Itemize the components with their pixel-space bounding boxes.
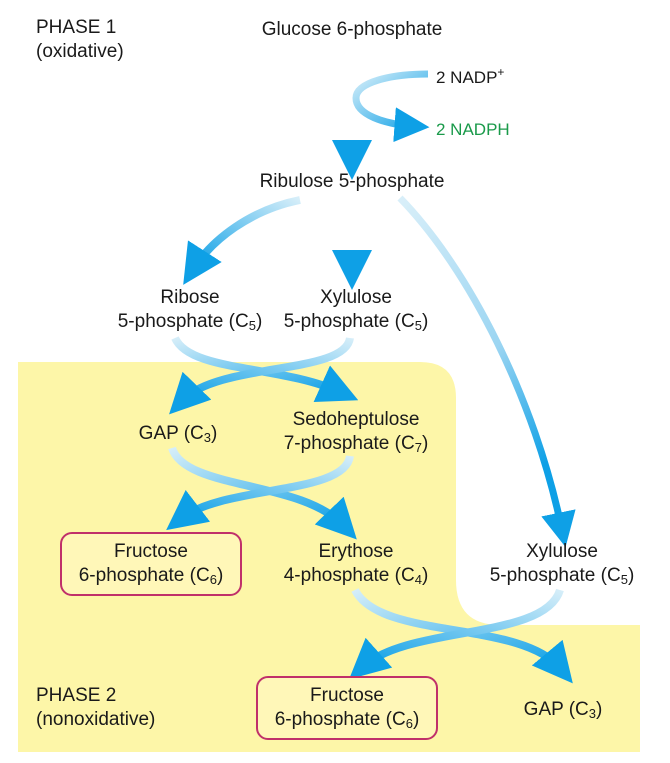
node-ribulose-5-phosphate: Ribulose 5-phosphate [259, 171, 445, 192]
node-gap: GAP (C3) [138, 423, 218, 445]
phase1-title: PHASE 1 [36, 17, 117, 38]
cofactor-nadph: 2 NADPH [436, 120, 510, 139]
node-xylulose-5-phosphate: Xylulose 5-phosphate (C5) [283, 287, 429, 333]
arrow-erythose-to-gap [351, 587, 573, 684]
node-fructose-6-phosphate-b: Fructose 6-phosphate (C6) [274, 685, 420, 731]
node-sedoheptulose-7-phosphate: Sedoheptulose 7-phosphate (C7) [283, 409, 429, 455]
arrow-ribulose-to-xylulose-b [397, 195, 576, 548]
node-fructose-6-phosphate-box [60, 532, 242, 596]
phase2-subtitle: (nonoxidative) [36, 709, 156, 730]
arrow-ribose-to-sedoheptulose [171, 335, 359, 403]
node-fructose-6-phosphate: Fructose 6-phosphate (C6) [78, 541, 224, 587]
cofactor-nadp: 2 NADP+ [436, 65, 505, 87]
node-fructose-6-phosphate-b-box [256, 676, 438, 740]
node-gap-b: GAP (C3) [523, 699, 603, 721]
arrow-gap-to-erythose [168, 446, 357, 540]
arrow-ribulose-to-ribose [183, 196, 301, 285]
phase1-subtitle: (oxidative) [36, 41, 124, 62]
phase2-title: PHASE 2 [36, 685, 117, 706]
node-xylulose-5-phosphate-b: Xylulose 5-phosphate (C5) [489, 541, 635, 587]
arrow-sedoheptulose-to-fructose [166, 454, 354, 531]
node-ribose-5-phosphate: Ribose 5-phosphate (C5) [117, 287, 263, 333]
arrow-xylulose-to-gap [169, 336, 354, 415]
arrow-xylulose-to-fructose [349, 588, 564, 680]
arrow-nadp-curve [352, 70, 430, 143]
node-erythose-4-phosphate: Erythose 4-phosphate (C4) [283, 541, 429, 587]
node-glucose-6-phosphate: Glucose 6-phosphate [261, 19, 443, 40]
phase2-background [18, 362, 640, 752]
